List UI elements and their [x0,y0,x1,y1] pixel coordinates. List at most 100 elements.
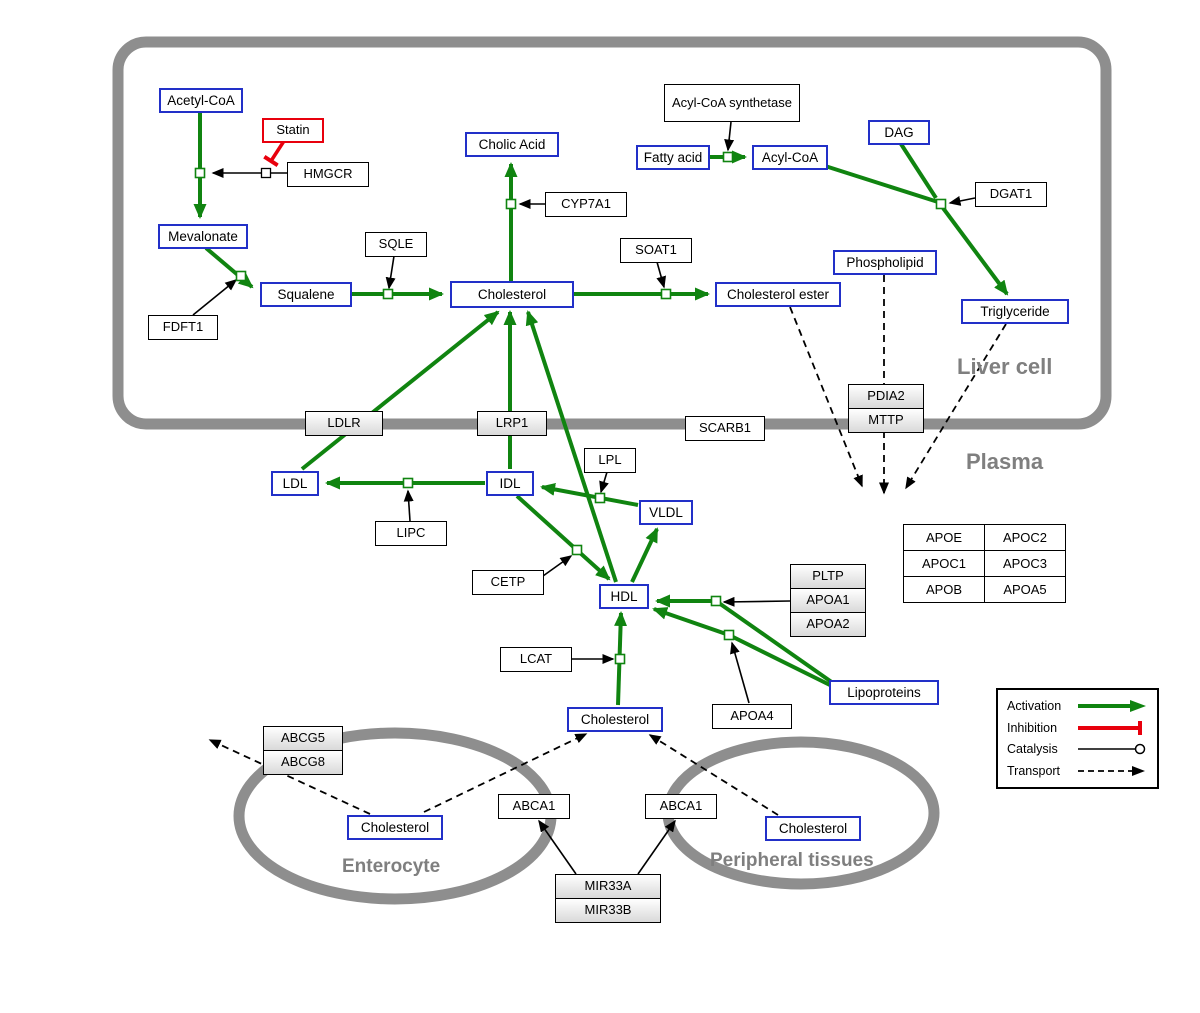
node-lipoproteins[interactable]: Lipoproteins [829,680,939,705]
node-cetp[interactable]: CETP [472,570,544,595]
liver-cell-label: Liver cell [957,354,1053,379]
edge-cholesterolester-to-plasma [789,306,863,488]
node-idl[interactable]: IDL [486,471,534,496]
peripheral-tissues-label: Peripheral tissues [710,850,874,871]
edge-lpl-anchor [599,471,609,494]
node-lpl[interactable]: LPL [584,448,636,473]
edge-soat1-anchor [656,261,666,289]
node-acyl-coa-synthetase[interactable]: Acyl-CoA synthetase [664,84,800,122]
node-apoc2[interactable]: APOC2 [985,525,1066,551]
liver-cell-outline [112,36,1112,430]
legend-row-catalysis: Catalysis [1007,742,1148,756]
node-ldl[interactable]: LDL [271,471,319,496]
edge-enterocyte-cholesterol-efflux [208,739,371,815]
anchor-hmgcr [194,167,206,179]
edge-dgat1-anchor [948,196,976,206]
node-abcg8[interactable]: ABCG8 [263,750,343,775]
legend-row-transport: Transport [1007,764,1148,778]
node-apoa1[interactable]: APOA1 [790,588,866,613]
node-ldlr[interactable]: LDLR [305,411,383,436]
edge-mir33-abca1-right [637,819,676,875]
node-apoc3[interactable]: APOC3 [985,551,1066,577]
legend-inhibition-label: Inhibition [1007,720,1058,735]
node-pltp[interactable]: PLTP [790,564,866,589]
node-acetyl-coa[interactable]: Acetyl-CoA [159,88,243,113]
node-statin[interactable]: Statin [262,118,324,143]
catalysis-circle-icon [1078,744,1146,755]
node-cholesterol-enterocyte[interactable]: Cholesterol [347,815,443,840]
legend: Activation Inhibition Catalysis Transpor… [996,688,1159,789]
node-mir33b[interactable]: MIR33B [555,898,661,923]
edge-apoa4-anchor [730,641,750,704]
node-phospholipid[interactable]: Phospholipid [833,250,937,275]
anchor-acylcoasynthetase [722,151,734,163]
edge-enterocyte-to-plasma-cholesterol [423,733,588,813]
anchor-lipc [402,477,414,489]
node-abca1-left[interactable]: ABCA1 [498,794,570,819]
node-acyl-coa[interactable]: Acyl-CoA [752,145,828,170]
node-abca1-right[interactable]: ABCA1 [645,794,717,819]
node-apoc1[interactable]: APOC1 [904,551,985,577]
node-vldl[interactable]: VLDL [639,500,693,525]
transport-arrow-icon [1078,766,1145,777]
anchor-apoa4 [723,629,735,641]
node-lcat[interactable]: LCAT [500,647,572,672]
enterocyte-label: Enterocyte [342,856,441,877]
edge-acylcoa-junction [821,163,939,204]
node-sqle[interactable]: SQLE [365,232,427,257]
node-scarb1[interactable]: SCARB1 [685,416,765,441]
node-squalene[interactable]: Squalene [260,282,352,307]
inhibition-tbar-icon [1078,720,1142,735]
node-mir33a[interactable]: MIR33A [555,874,661,899]
anchor-dgat1 [935,198,947,210]
node-cholesterol-ester[interactable]: Cholesterol ester [715,282,841,307]
node-mttp[interactable]: MTTP [848,408,924,433]
node-apob[interactable]: APOB [904,577,985,603]
anchor-statin-node [260,167,272,179]
node-lrp1[interactable]: LRP1 [477,411,547,436]
activation-arrow-icon [1078,699,1146,712]
node-apoa5[interactable]: APOA5 [985,577,1066,603]
node-dag[interactable]: DAG [868,120,930,145]
legend-activation-label: Activation [1007,698,1062,713]
node-cholesterol-liver[interactable]: Cholesterol [450,281,574,308]
edge-lipc-anchor [403,489,414,522]
node-fdft1[interactable]: FDFT1 [148,315,218,340]
node-apoa2[interactable]: APOA2 [790,612,866,637]
node-cholic-acid[interactable]: Cholic Acid [465,132,559,157]
edge-acylcoasynthetase-anchor [724,121,735,152]
node-cholesterol-peripheral[interactable]: Cholesterol [765,816,861,841]
node-mevalonate[interactable]: Mevalonate [158,224,248,249]
node-triglyceride[interactable]: Triglyceride [961,299,1069,324]
edge-cetp-anchor [542,555,573,577]
node-apoe[interactable]: APOE [904,525,985,551]
edge-statin-inhibits-hmgcr [263,140,286,168]
apolipoprotein-table: APOE APOC2 APOC1 APOC3 APOB APOA5 [903,524,1066,603]
edge-fdft1-anchor [192,279,238,316]
node-dgat1[interactable]: DGAT1 [975,182,1047,207]
catalysis-edges [192,121,976,875]
edge-pltp-anchor [722,596,791,607]
legend-catalysis-label: Catalysis [1007,742,1058,757]
edge-hdl-vldl [630,527,659,583]
node-cyp7a1[interactable]: CYP7A1 [545,192,627,217]
node-abcg5[interactable]: ABCG5 [263,726,343,751]
anchor-lcat [614,653,626,665]
node-cholesterol-plasma[interactable]: Cholesterol [567,707,663,732]
node-hmgcr[interactable]: HMGCR [287,162,369,187]
anchor-cetp [571,544,583,556]
edge-triglyceride-to-plasma [905,323,1007,490]
edge-peripheral-to-plasma-cholesterol [648,734,779,816]
node-apoa4[interactable]: APOA4 [712,704,792,729]
edge-junction-triglyceride [941,206,1009,296]
node-lipc[interactable]: LIPC [375,521,447,546]
edge-ldl-cholesterol-uptake [300,310,500,471]
node-pdia2[interactable]: PDIA2 [848,384,924,409]
node-hdl[interactable]: HDL [599,584,649,609]
anchor-pltp [710,595,722,607]
node-soat1[interactable]: SOAT1 [620,238,692,263]
node-fatty-acid[interactable]: Fatty acid [636,145,710,170]
edge-idl-hdl [515,494,611,581]
